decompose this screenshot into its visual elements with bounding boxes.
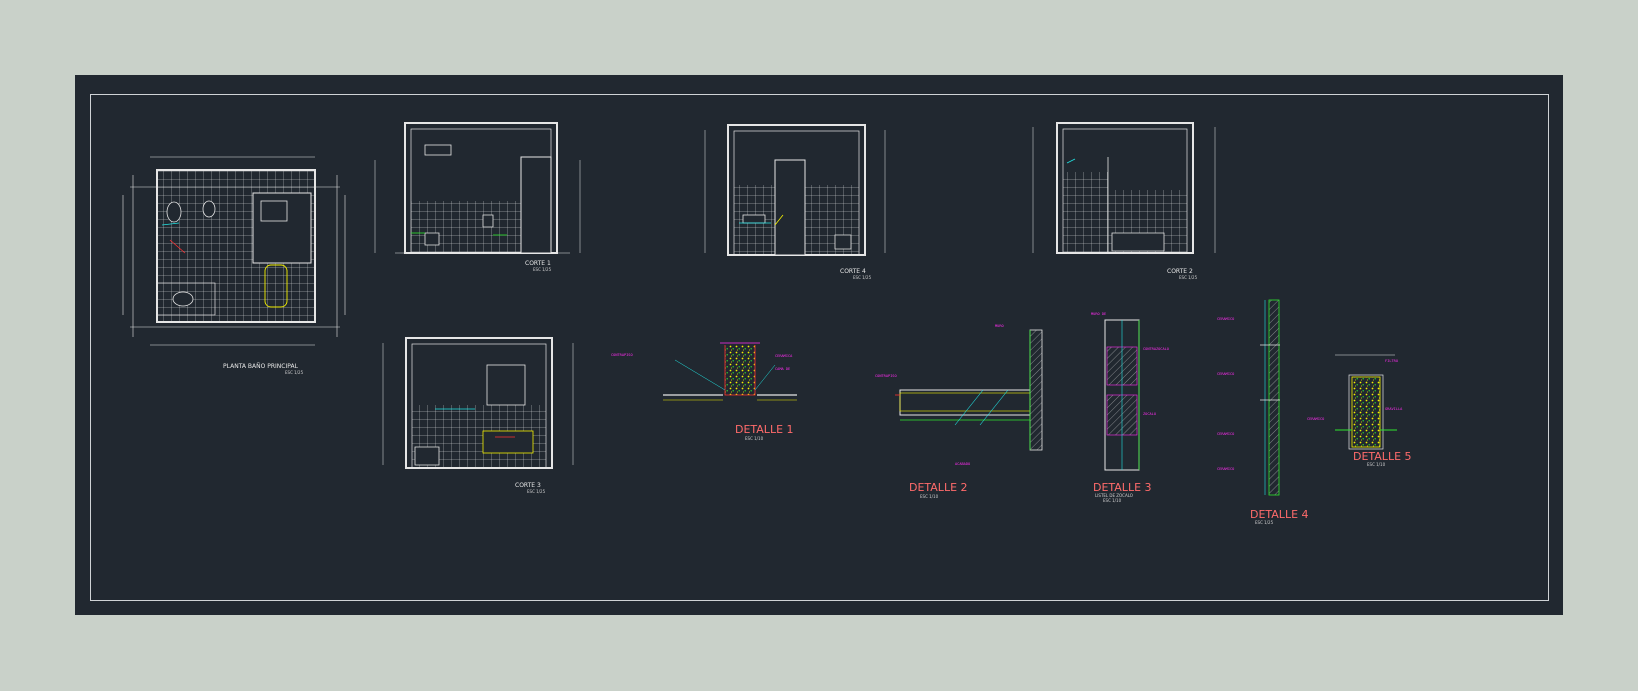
svg-text:CAMA DE: CAMA DE bbox=[775, 367, 790, 371]
corte-4-title: CORTE 4 bbox=[840, 268, 866, 275]
detail-2: CONTRAPISO MURO ACABADO DETALLE 2 ESC 1/… bbox=[875, 324, 1043, 499]
section-corte-2: CORTE 2 ESC 1/25 bbox=[1032, 122, 1216, 280]
svg-text:CONTRAPISO: CONTRAPISO bbox=[611, 353, 633, 357]
detalle-4-title: DETALLE 4 bbox=[1250, 508, 1309, 521]
plan-title: PLANTA BAÑO PRINCIPAL bbox=[223, 363, 299, 370]
svg-text:CERAMICO: CERAMICO bbox=[1217, 467, 1234, 471]
corte-3-title: CORTE 3 bbox=[515, 482, 541, 489]
svg-text:CERAMICO: CERAMICO bbox=[1307, 417, 1324, 421]
corte-4-scale: ESC 1/25 bbox=[853, 275, 872, 280]
detail-4: CERAMICO CERAMICO CERAMICO CERAMICO DETA… bbox=[1217, 299, 1309, 525]
svg-text:CERAMICO: CERAMICO bbox=[1217, 432, 1234, 436]
plan-view: PLANTA BAÑO PRINCIPAL ESC 1/25 bbox=[122, 156, 346, 375]
section-corte-3: CORTE 3 ESC 1/25 bbox=[382, 337, 574, 494]
svg-text:ZOCALO: ZOCALO bbox=[1143, 412, 1156, 416]
detail-3: MURO DE CONTRAZOCALO ZOCALO DETALLE 3 LI… bbox=[1091, 312, 1169, 503]
svg-text:CERAMICO: CERAMICO bbox=[1217, 372, 1234, 376]
corte-3-scale: ESC 1/25 bbox=[527, 489, 546, 494]
cad-drawing: PLANTA BAÑO PRINCIPAL ESC 1/25 CORTE 1 E… bbox=[122, 122, 1412, 525]
svg-text:FILTRO: FILTRO bbox=[1385, 359, 1398, 363]
corte-1-scale: ESC 1/25 bbox=[533, 267, 552, 272]
section-corte-1: CORTE 1 ESC 1/25 bbox=[374, 122, 581, 272]
detalle-2-scale: ESC 1/10 bbox=[920, 494, 939, 499]
detail-1: CONTRAPISO CERAMICA CAMA DE DETALLE 1 ES… bbox=[611, 342, 797, 441]
svg-text:MURO: MURO bbox=[995, 324, 1004, 328]
detalle-3-subtitle: LISTEL DE ZOCALO bbox=[1095, 493, 1133, 498]
sheet-frame bbox=[90, 94, 1549, 601]
detalle-3-scale: ESC 1/10 bbox=[1103, 498, 1122, 503]
detalle-3-title: DETALLE 3 bbox=[1093, 481, 1152, 494]
detalle-1-scale: ESC 1/10 bbox=[745, 436, 764, 441]
svg-text:ACABADO: ACABADO bbox=[955, 462, 970, 466]
svg-text:CERAMICA: CERAMICA bbox=[775, 354, 793, 358]
svg-text:MURO DE: MURO DE bbox=[1091, 312, 1106, 316]
svg-text:CONTRAZOCALO: CONTRAZOCALO bbox=[1143, 347, 1169, 351]
plan-scale: ESC 1/25 bbox=[285, 370, 304, 375]
detalle-1-title: DETALLE 1 bbox=[735, 423, 794, 436]
detail-5: FILTRO GRAVILLA CERAMICO DETALLE 5 ESC 1… bbox=[1307, 354, 1412, 467]
detalle-2-title: DETALLE 2 bbox=[909, 481, 968, 494]
corte-2-scale: ESC 1/25 bbox=[1179, 275, 1198, 280]
svg-text:CERAMICO: CERAMICO bbox=[1217, 317, 1234, 321]
svg-text:CONTRAPISO: CONTRAPISO bbox=[875, 374, 897, 378]
corte-2-title: CORTE 2 bbox=[1167, 268, 1193, 275]
svg-text:GRAVILLA: GRAVILLA bbox=[1385, 407, 1403, 411]
detalle-4-scale: ESC 1/25 bbox=[1255, 520, 1274, 525]
section-corte-4: CORTE 4 ESC 1/25 bbox=[704, 124, 886, 280]
detalle-5-scale: ESC 1/10 bbox=[1367, 462, 1386, 467]
detalle-5-title: DETALLE 5 bbox=[1353, 450, 1412, 463]
corte-1-title: CORTE 1 bbox=[525, 260, 551, 267]
drawing-sheet: PLANTA BAÑO PRINCIPAL ESC 1/25 CORTE 1 E… bbox=[75, 75, 1563, 615]
